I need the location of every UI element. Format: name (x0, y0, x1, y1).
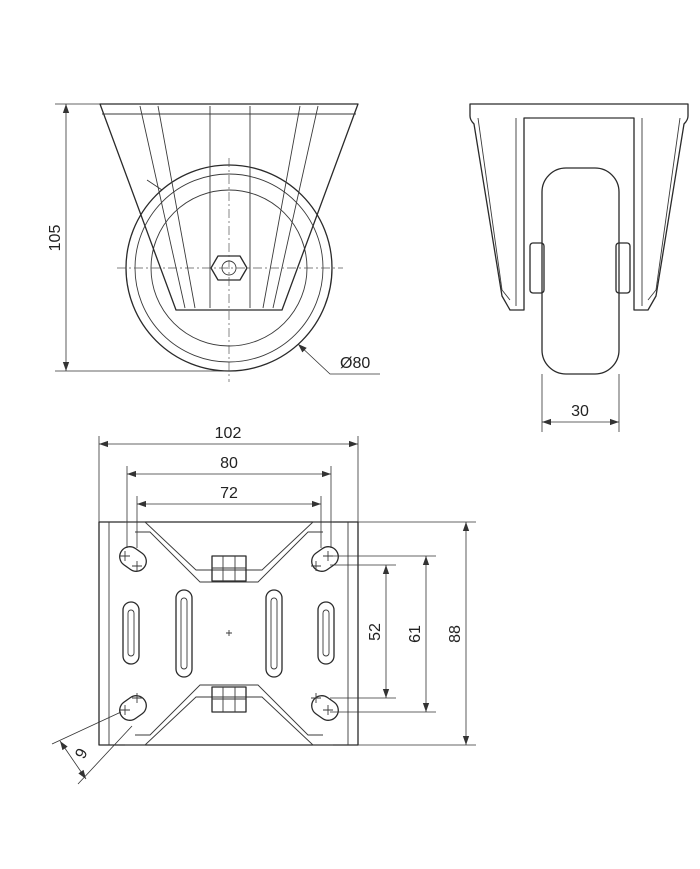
side-view: 105 Ø80 (47, 103, 380, 382)
rib-bottom (125, 684, 333, 746)
dim-bolt-outer-label: 80 (220, 455, 238, 472)
dim-wheel-diameter-label: Ø80 (340, 355, 370, 372)
fork-bracket (99, 103, 359, 311)
vertical-slot (122, 601, 140, 665)
dim-wheel-width-label: 30 (571, 403, 589, 420)
dim-plate-length-label: 88 (447, 625, 464, 643)
axle-boss-left (529, 242, 545, 294)
bolt-slot-bottom-left (119, 693, 147, 721)
mounting-plate (98, 521, 359, 746)
dim-slot-long-label: 61 (407, 625, 424, 643)
dim-bolt-inner-label: 72 (220, 485, 238, 502)
bolt-slot-bottom-right (311, 693, 339, 721)
bottom-nut (211, 686, 247, 713)
axle-boss-right (615, 242, 631, 294)
dim-slot-short-label: 52 (367, 623, 384, 641)
wheel-front (541, 167, 620, 375)
rib-top (125, 521, 333, 583)
vertical-slot (265, 589, 283, 678)
front-view: 30 (469, 103, 689, 432)
bolt-slot-top-right (311, 546, 339, 572)
dim-slot-width-label: 9 (72, 746, 91, 762)
bolt-slot-top-left (119, 546, 147, 572)
dim-height-label: 105 (47, 225, 64, 252)
fork-outer (469, 103, 689, 311)
vertical-slot (175, 589, 193, 678)
dim-plate-width-label: 102 (215, 425, 242, 442)
top-view: 102 80 72 52 61 88 9 (51, 425, 476, 785)
vertical-slot (317, 601, 335, 665)
top-nut (211, 555, 247, 582)
